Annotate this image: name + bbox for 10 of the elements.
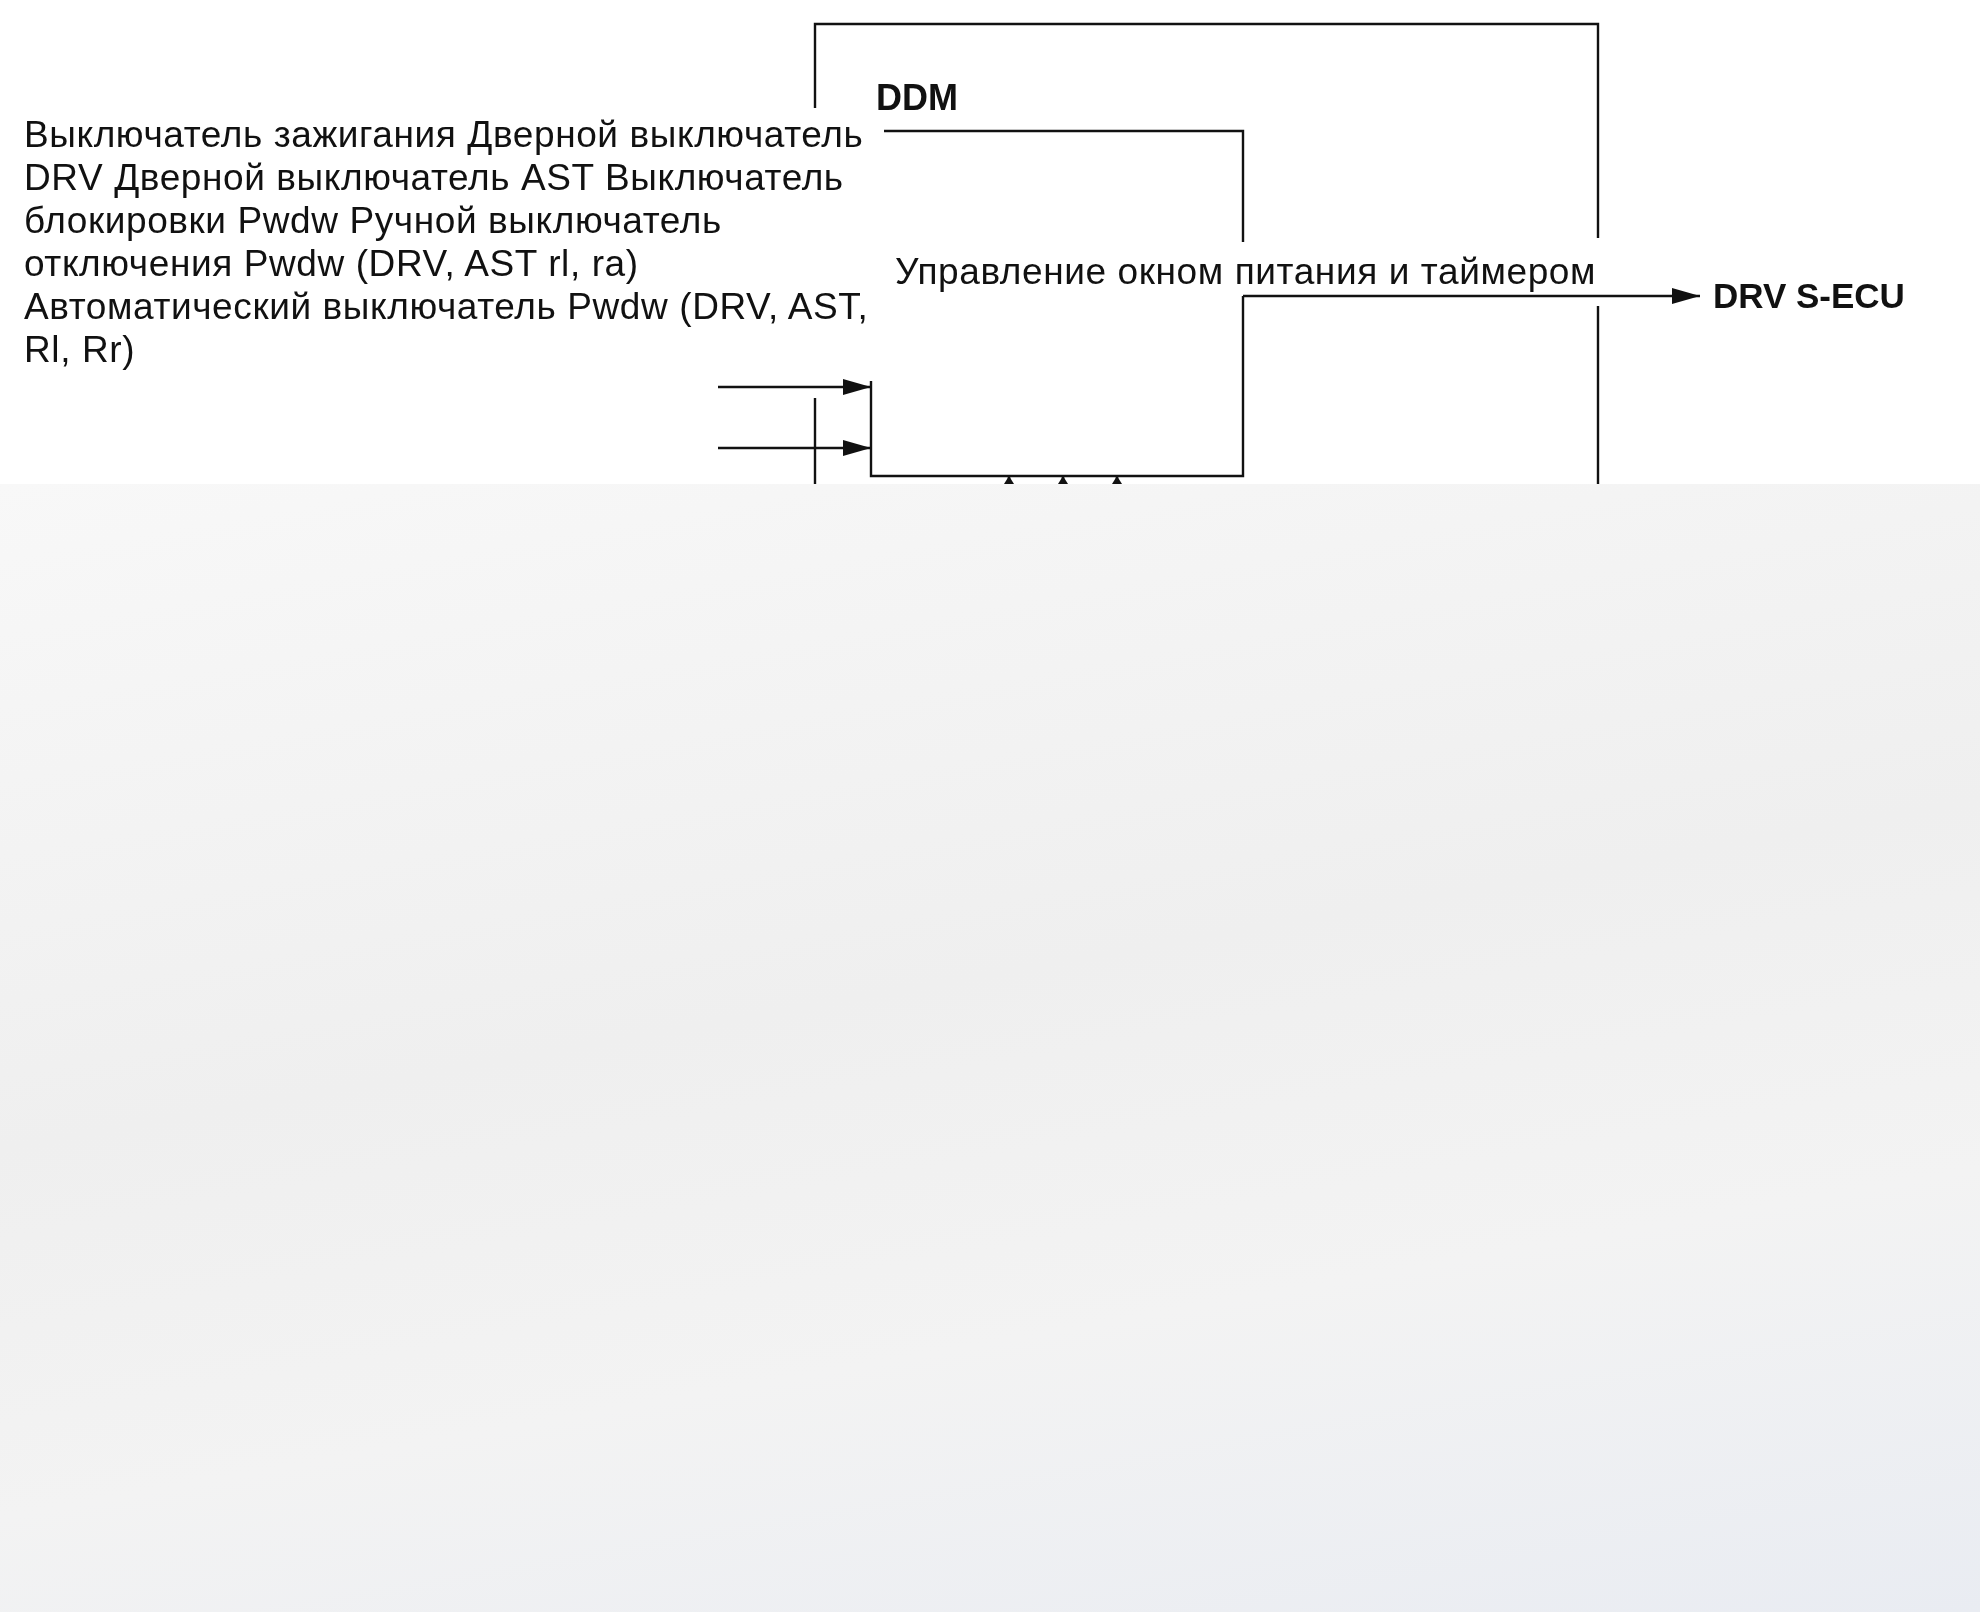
- module-title: DDM: [876, 85, 958, 111]
- function-label: Управление окном питания и таймером: [895, 250, 1597, 293]
- arrow: [1004, 476, 1014, 484]
- arrow: [718, 379, 871, 395]
- ecu-label: DRV S-ECU: [1700, 275, 1905, 317]
- arrow: [1243, 288, 1700, 304]
- arrow: [1112, 476, 1122, 484]
- input-list-text: Выключатель зажигания Дверной выключатель DRV Дверной выключатель AST Выключатель блокировки Pwdw Ручной выключатель отключения Pwdw (DRV, AST rl, ra) Автоматический выключатель Pwdw (DRV, AST, Rl, Rr): [24, 113, 870, 371]
- arrow: [1058, 476, 1068, 484]
- arrow: [718, 440, 871, 456]
